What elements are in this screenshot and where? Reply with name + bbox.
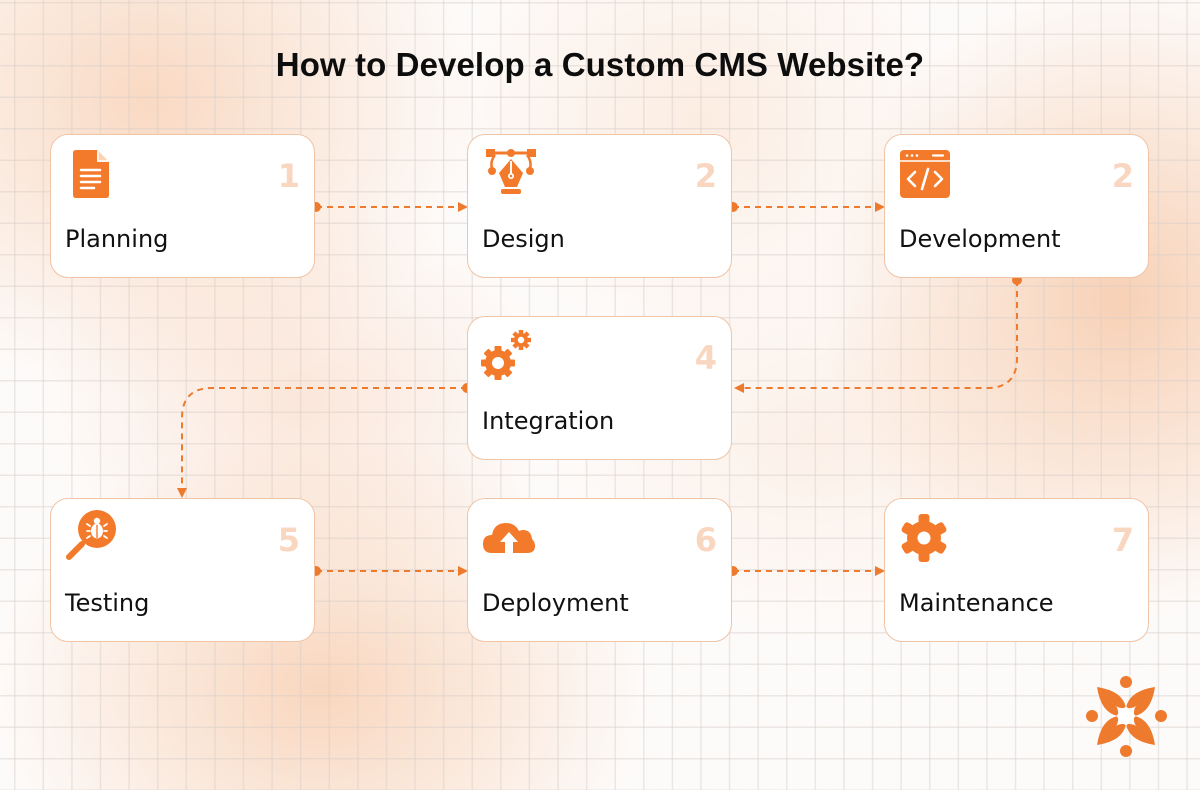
step-label: Planning xyxy=(65,225,169,253)
cloud-upload-icon xyxy=(482,515,536,569)
step-card-deployment: 6 Deployment xyxy=(467,498,732,642)
step-number: 2 xyxy=(694,157,717,195)
step-card-integration: 4 Integration xyxy=(467,316,732,460)
step-card-design: 2 Design xyxy=(467,134,732,278)
step-number: 6 xyxy=(694,521,717,559)
page-title: How to Develop a Custom CMS Website? xyxy=(275,46,925,83)
step-card-development: 2 Development xyxy=(884,134,1149,278)
gears-icon xyxy=(480,329,534,383)
step-label: Development xyxy=(899,225,1061,253)
step-card-planning: 1 Planning xyxy=(50,134,315,278)
gear-icon xyxy=(899,513,953,567)
brand-logo-icon xyxy=(1083,673,1169,759)
step-number: 5 xyxy=(277,521,300,559)
pen-tool-icon xyxy=(486,147,540,201)
step-card-maintenance: 7 Maintenance xyxy=(884,498,1149,642)
document-icon xyxy=(69,147,123,201)
step-number: 2 xyxy=(1111,157,1134,195)
code-window-icon xyxy=(899,147,953,201)
step-number: 1 xyxy=(277,157,300,195)
step-label: Deployment xyxy=(482,589,629,617)
step-label: Maintenance xyxy=(899,589,1054,617)
bug-search-icon xyxy=(63,509,117,563)
step-label: Integration xyxy=(482,407,615,435)
step-card-testing: 5 Testing xyxy=(50,498,315,642)
step-label: Design xyxy=(482,225,565,253)
step-label: Testing xyxy=(65,589,150,617)
step-number: 4 xyxy=(694,339,717,377)
step-number: 7 xyxy=(1111,521,1134,559)
